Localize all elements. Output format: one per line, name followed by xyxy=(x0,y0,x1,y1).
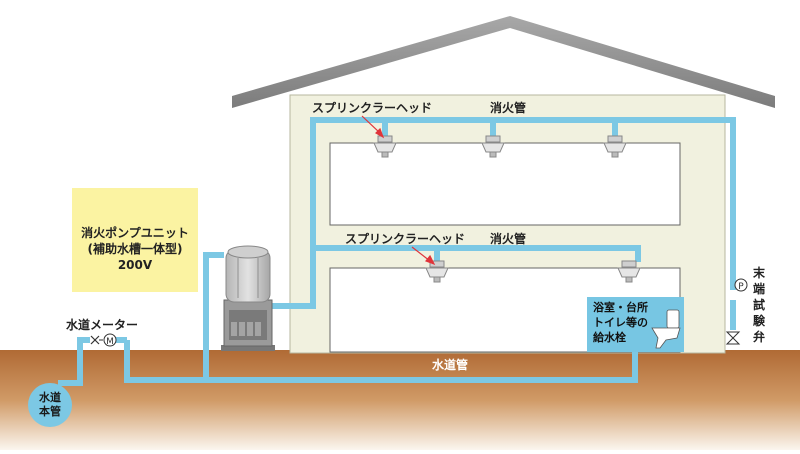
sprinkler-head-icon xyxy=(617,260,641,283)
toilet-icon xyxy=(651,309,681,349)
bath-kitchen-line2: トイレ等の xyxy=(593,315,648,329)
pump-base xyxy=(221,345,275,351)
water-main-label-2: 本管 xyxy=(39,404,61,418)
valve-icon xyxy=(725,331,741,339)
pump-intake-pipe xyxy=(203,252,224,380)
end-test-valve-char-3: 試 xyxy=(753,297,765,312)
pump-vents xyxy=(231,322,261,336)
sprinkler-heads xyxy=(373,135,641,283)
sprinkler-head-label-lower: スプリンクラーヘッド xyxy=(345,231,465,246)
end-test-valve: P xyxy=(725,278,748,345)
pump-unit-line3: 200V xyxy=(118,258,153,272)
end-test-valve-char-4: 験 xyxy=(753,313,766,328)
upper-fire-pipe xyxy=(270,117,736,309)
water-main-label-1: 水道 xyxy=(39,390,61,404)
water-meter: M xyxy=(90,333,117,347)
bath-kitchen-line1: 浴室・台所 xyxy=(593,300,648,314)
water-main-circle xyxy=(28,383,72,427)
water-pipe xyxy=(124,340,638,383)
water-pipe-label: 水道管 xyxy=(432,357,468,372)
tank-top xyxy=(227,245,269,259)
fire-pump-unit xyxy=(221,245,275,351)
roof xyxy=(232,16,775,108)
sprinkler-head-icon xyxy=(373,135,397,158)
pointer-arrows xyxy=(361,115,436,266)
arrow-upper xyxy=(361,115,381,134)
end-test-valve-char-5: 弁 xyxy=(753,329,765,344)
bath-kitchen-line3: 給水栓 xyxy=(593,330,626,344)
meter-symbol: M xyxy=(106,337,114,347)
arrow-lower xyxy=(411,246,431,262)
sprinkler-head-icon xyxy=(425,260,449,283)
pump-unit-label-box xyxy=(72,188,198,292)
pump-unit-line1: 消火ポンプユニット xyxy=(81,225,189,240)
fire-pipe-network xyxy=(270,117,736,330)
ground xyxy=(0,350,800,450)
end-test-valve-char-1: 末 xyxy=(753,265,766,280)
lower-fire-pipe xyxy=(313,245,641,262)
sprinkler-head-label-upper: スプリンクラーヘッド xyxy=(312,100,432,115)
fire-pipe-label-lower: 消火管 xyxy=(490,231,526,246)
meter-pipe xyxy=(58,337,90,386)
sprinkler-head-icon xyxy=(481,135,505,158)
water-supply-pipes xyxy=(58,252,638,386)
end-test-valve-char-2: 端 xyxy=(753,281,765,296)
pressure-gauge-icon xyxy=(734,278,748,292)
sprinkler-head-icon xyxy=(603,135,627,158)
fire-pipe-label-upper: 消火管 xyxy=(490,100,526,115)
meter-icon xyxy=(103,333,117,347)
water-meter-label: 水道メーター xyxy=(66,317,138,332)
pressure-symbol: P xyxy=(738,282,744,292)
pump-unit-line2: (補助水槽一体型) xyxy=(88,241,183,256)
